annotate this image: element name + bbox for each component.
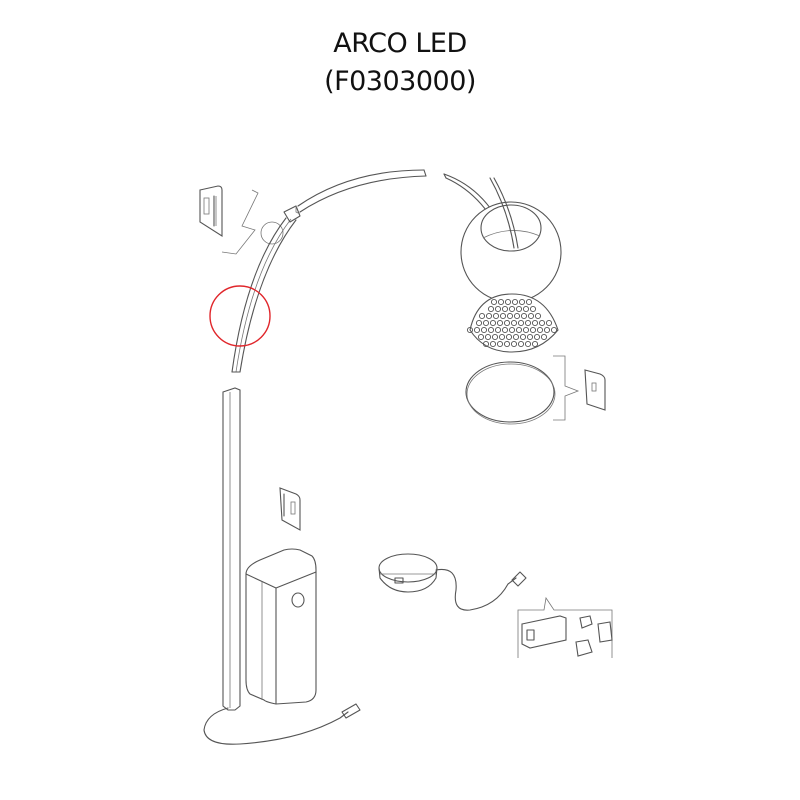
arc-lower-segment: [231, 205, 301, 373]
highlight-circle: [209, 285, 271, 347]
power-adapter: [517, 596, 613, 658]
bracket-disc: [553, 355, 580, 421]
perforated-diffuser: [466, 293, 559, 353]
shade-sphere: [460, 177, 562, 303]
bracket-top: [221, 189, 259, 255]
hex-key-card-base: [279, 487, 301, 531]
product-code: (F0303000): [324, 66, 476, 97]
product-title: ARCO LED: [333, 28, 467, 59]
base-block: [245, 548, 317, 705]
hex-key-card-top: [199, 185, 223, 238]
flat-diffuser-disc: [465, 361, 556, 425]
vertical-stem: [222, 387, 241, 711]
arc-upper-segment: [295, 169, 427, 215]
base-cable: [203, 703, 361, 745]
joint-detail-circle: [260, 221, 284, 245]
dimmer: [378, 553, 527, 611]
diffuser-instruction-card: [584, 369, 606, 411]
